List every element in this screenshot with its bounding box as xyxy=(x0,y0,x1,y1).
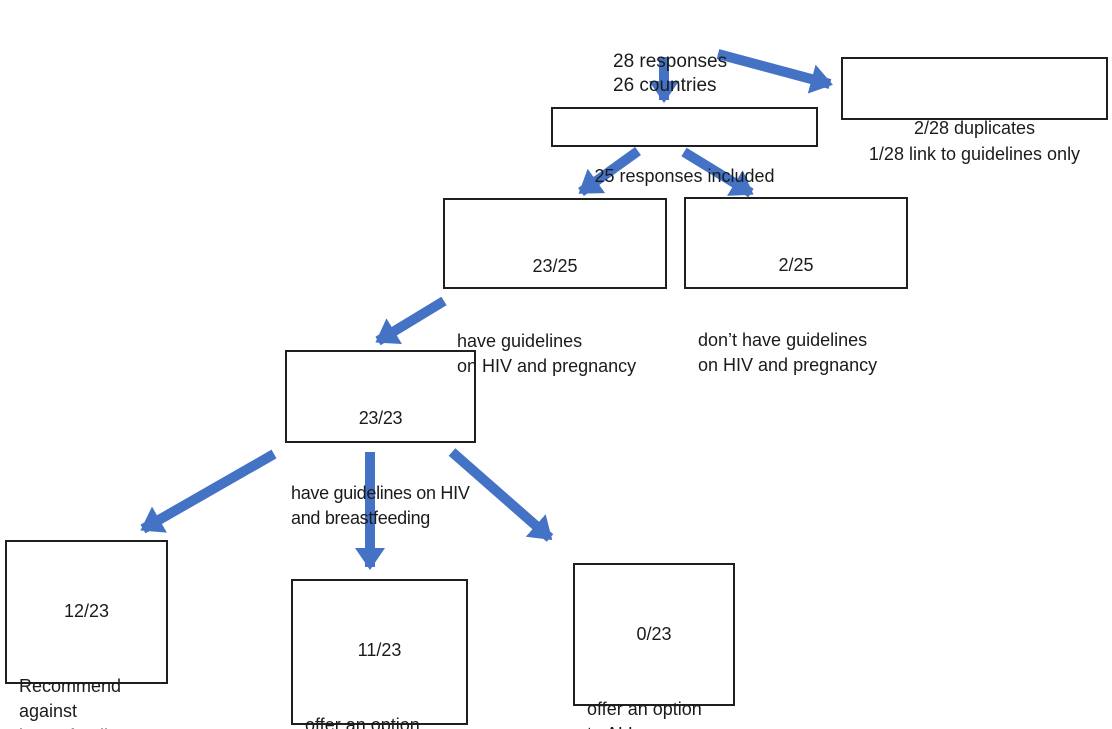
node-responses-included-label: 25 responses included xyxy=(594,166,775,186)
node-no-guidelines-pregnancy-label: don’t have guidelines on HIV and pregnan… xyxy=(698,330,878,375)
node-have-guidelines-breastfeeding: 23/23 have guidelines on HIV and breastf… xyxy=(285,350,476,528)
node-have-guidelines-pregnancy-label: have guidelines on HIV and pregnancy xyxy=(457,331,637,376)
arrow-have-pregnancy-to-have-breastfeeding xyxy=(375,296,447,346)
node-have-guidelines-pregnancy: 23/25 have guidelines on HIV and pregnan… xyxy=(443,198,667,376)
node-option-all-women-breastfeed: 0/23 offer an option to ALL women to bre… xyxy=(573,563,735,729)
node-no-guidelines-pregnancy-value: 2/25 xyxy=(778,255,814,275)
node-option-breastfeed-criteria-value: 11/23 xyxy=(357,640,402,660)
node-responses-countries-label: 28 responses 26 countries xyxy=(613,51,728,96)
node-have-guidelines-pregnancy-value: 23/25 xyxy=(532,256,578,276)
node-have-guidelines-breastfeeding-label: have guidelines on HIV and breastfeeding xyxy=(291,483,470,528)
node-excluded-duplicates-label: 2/28 duplicates 1/28 link to guidelines … xyxy=(868,118,1081,164)
node-recommend-against-breastfeeding: 12/23 Recommend against breastfeeding xyxy=(5,540,168,729)
node-no-guidelines-pregnancy: 2/25 don’t have guidelines on HIV and pr… xyxy=(684,197,908,375)
arrow-have-breastfeeding-to-recommend-against xyxy=(140,449,277,534)
node-excluded-duplicates: 2/28 duplicates 1/28 link to guidelines … xyxy=(841,57,1108,164)
node-option-breastfeed-criteria-label: offer an option to breastfeed if certain… xyxy=(305,715,420,729)
node-recommend-against-breastfeeding-value: 12/23 xyxy=(63,601,110,621)
node-recommend-against-breastfeeding-label: Recommend against breastfeeding xyxy=(19,676,128,729)
node-responses-countries: 28 responses 26 countries xyxy=(601,0,746,96)
node-option-all-women-breastfeed-value: 0/23 xyxy=(636,624,672,644)
node-option-breastfeed-criteria: 11/23 offer an option to breastfeed if c… xyxy=(291,579,468,729)
node-responses-included: 25 responses included xyxy=(551,107,818,186)
node-have-guidelines-breastfeeding-value: 23/23 xyxy=(358,408,403,428)
node-option-all-women-breastfeed-label: offer an option to ALL women to breastfe… xyxy=(587,699,702,729)
